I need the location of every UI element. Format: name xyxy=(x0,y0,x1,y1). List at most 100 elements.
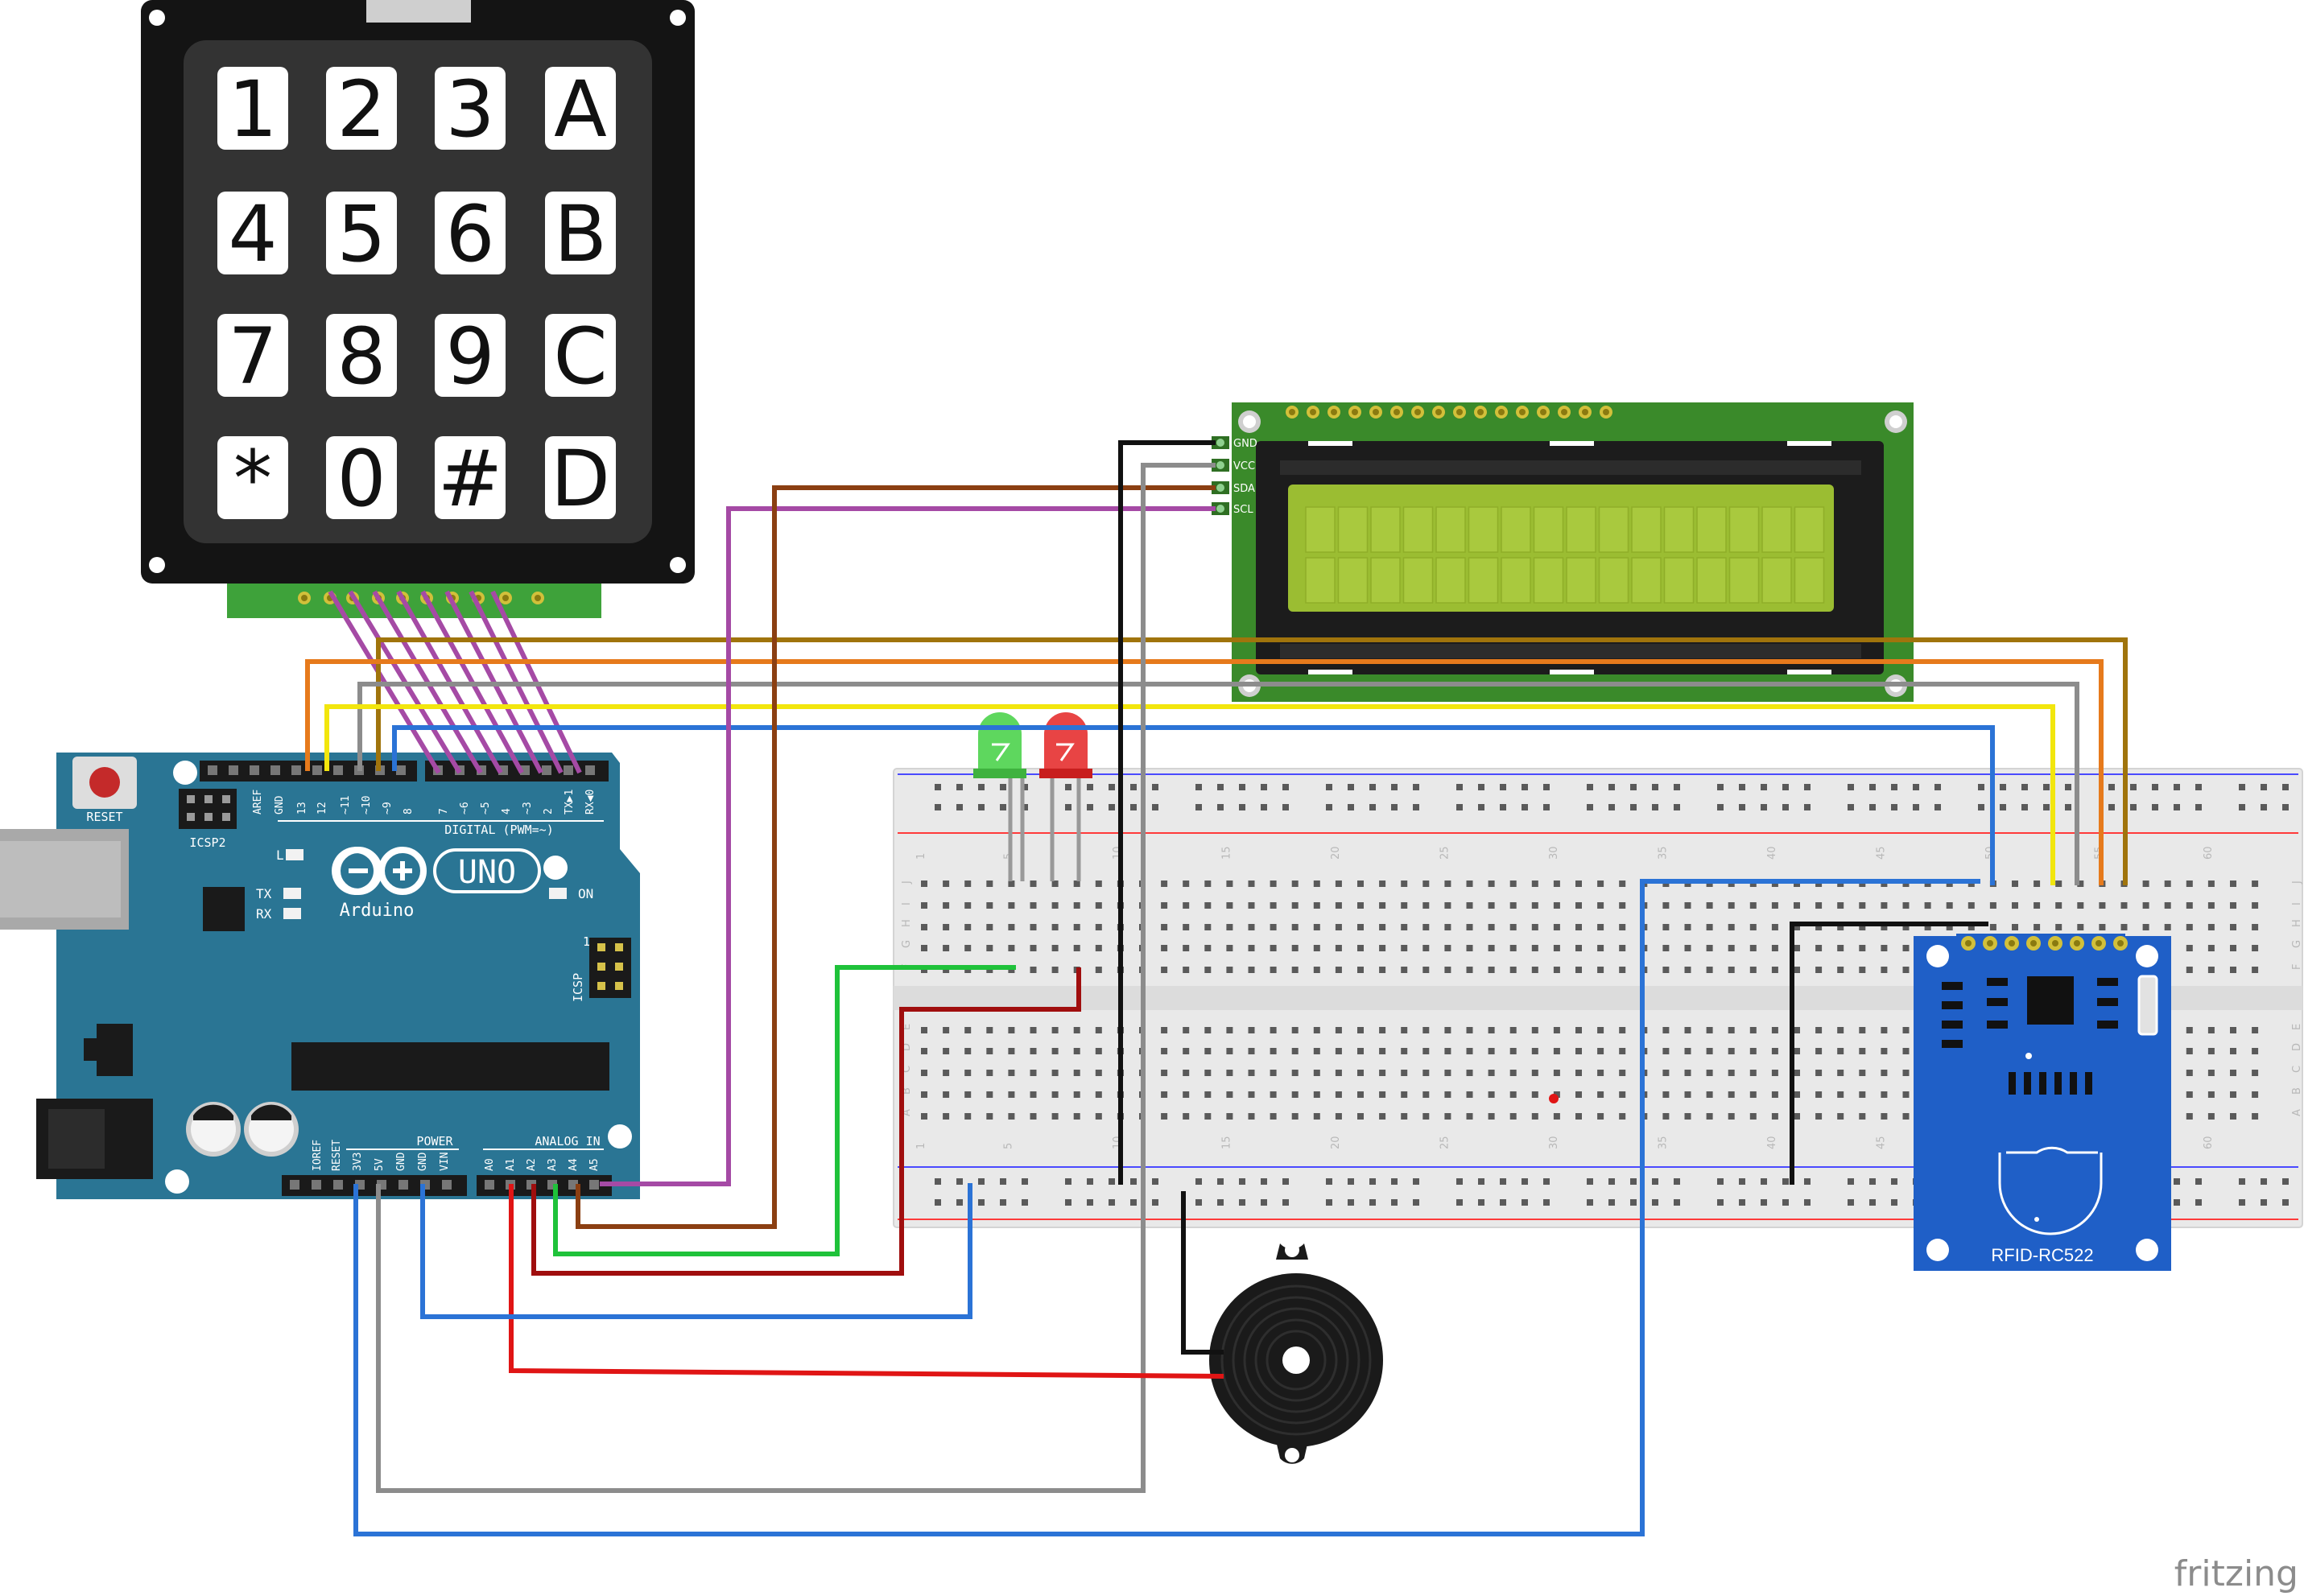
keypad-key-label: 1 xyxy=(228,64,277,155)
analog-pin-label: A4 xyxy=(568,1158,580,1171)
pin-label-gnd-top: GND xyxy=(274,795,286,814)
breadboard-row-letter: D xyxy=(901,1043,913,1051)
keypad-key[interactable]: * xyxy=(217,434,288,524)
lcd-display xyxy=(1212,402,1914,702)
icsp2-label: ICSP2 xyxy=(189,835,225,850)
keypad-key-label: # xyxy=(438,434,502,524)
wire-gray-top xyxy=(357,682,2079,885)
keypad-key[interactable]: 9 xyxy=(435,311,506,402)
breadboard-row-letter: F xyxy=(2291,964,2303,970)
power-pin-label: GND xyxy=(417,1152,429,1171)
arduino-logo: UNO Arduino xyxy=(332,847,541,921)
keypad-key[interactable]: 6 xyxy=(435,189,506,279)
digital-pin-label: 8 xyxy=(403,808,415,814)
keypad-key-label: 5 xyxy=(337,189,386,279)
reset-label: RESET xyxy=(86,810,122,824)
keypad-key[interactable]: A xyxy=(545,64,616,155)
breadboard-row-letter: E xyxy=(2291,1024,2303,1030)
digital-label: DIGITAL (PWM=~) xyxy=(444,823,553,837)
digital-pin-label: 12 xyxy=(316,802,328,814)
keypad-key-label: 0 xyxy=(337,434,386,524)
power-pin-label: 5V xyxy=(374,1158,386,1171)
breadboard-column-number: 15 xyxy=(1220,1136,1233,1149)
keypad-key-label: 7 xyxy=(228,311,277,402)
keypad-key[interactable]: 1 xyxy=(217,64,288,155)
keypad-key[interactable]: 7 xyxy=(217,311,288,402)
breadboard-column-number: 60 xyxy=(2203,1136,2215,1149)
keypad-key-label: B xyxy=(554,189,607,279)
fritzing-watermark: fritzing xyxy=(2174,1553,2298,1594)
digital-pin-label: ~9 xyxy=(382,802,394,814)
wire-purple-scl xyxy=(600,506,1216,1186)
keypad-key[interactable]: C xyxy=(545,311,616,402)
digital-pin-label: TX▶1 xyxy=(564,790,576,814)
breadboard-column-number: 30 xyxy=(1548,1136,1560,1149)
digital-pin-label: 7 xyxy=(438,808,450,814)
keypad-key-label: * xyxy=(233,434,272,524)
breadboard-column-number: 60 xyxy=(2203,846,2215,860)
digital-pin-label: ~10 xyxy=(361,796,373,814)
analog-pin-label: A0 xyxy=(484,1158,496,1171)
icsp-pin1-label: 1 xyxy=(583,934,590,949)
analog-pin-label: A2 xyxy=(526,1158,538,1171)
wire-black-buzzer xyxy=(1181,1191,1224,1355)
power-pin-label: RESET xyxy=(331,1140,343,1171)
breadboard-row-letter: H xyxy=(2291,919,2303,927)
analog-label: ANALOG IN xyxy=(535,1134,600,1149)
breadboard-column-number: 25 xyxy=(1439,846,1451,860)
lcd-pin-label: GND xyxy=(1233,438,1257,450)
keypad-key-label: A xyxy=(554,64,607,155)
breadboard-row-letter: C xyxy=(2291,1066,2303,1073)
digital-pin-label: 4 xyxy=(501,808,513,814)
lcd-character-cells xyxy=(1305,506,1825,604)
keypad-key[interactable]: 0 xyxy=(326,434,397,524)
arduino-header-pins xyxy=(208,765,599,1190)
breadboard-row-letter: I xyxy=(2291,902,2303,905)
wire-blue-gnd xyxy=(420,1183,972,1319)
keypad-key[interactable]: 8 xyxy=(326,311,397,402)
keypad-key-label: 3 xyxy=(445,64,494,155)
wire-gray-vcc xyxy=(376,463,1216,1493)
keypad-key[interactable]: 5 xyxy=(326,189,397,279)
breadboard-row-letter: G xyxy=(2291,940,2303,948)
keypad-key[interactable]: 2 xyxy=(326,64,397,155)
lcd-pin-label: SCL xyxy=(1233,504,1253,516)
breadboard-column-number: 1 xyxy=(915,1143,927,1149)
digital-pin-label: ~5 xyxy=(480,802,492,814)
lcd-pin-label: SDA xyxy=(1233,483,1255,495)
analog-pin-label: A1 xyxy=(505,1158,517,1171)
keypad-key[interactable]: 4 xyxy=(217,189,288,279)
breadboard-column-number: 35 xyxy=(1657,1136,1669,1149)
keypad-key[interactable]: D xyxy=(545,434,616,524)
power-pin-label: VIN xyxy=(439,1153,451,1171)
breadboard-row-letter: E xyxy=(901,1024,913,1030)
breadboard-column-number: 20 xyxy=(1330,846,1342,860)
led-on-label: ON xyxy=(578,886,593,901)
wire-red-buzzer xyxy=(509,1184,1224,1379)
keypad-key-label: 9 xyxy=(445,311,494,402)
breadboard-column-number: 30 xyxy=(1548,846,1560,860)
wires xyxy=(305,440,2128,1536)
breadboard-row-letter: A xyxy=(901,1109,913,1116)
pin-label-aref: AREF xyxy=(252,790,264,814)
power-label: POWER xyxy=(416,1134,453,1149)
keypad-key[interactable]: # xyxy=(435,434,506,524)
breadboard-column-number: 20 xyxy=(1330,1136,1342,1149)
keypad-key-label: 8 xyxy=(337,311,386,402)
power-pin-label: GND xyxy=(395,1152,407,1171)
keypad-key-label: D xyxy=(551,434,610,524)
led-tx-label: TX xyxy=(256,886,272,901)
wire-darkred-led xyxy=(531,967,1081,1276)
keypad-key-label: 2 xyxy=(337,64,386,155)
rfid-header-pins xyxy=(1961,936,2128,951)
keypad-key[interactable]: B xyxy=(545,189,616,279)
digital-pin-label: RX◀0 xyxy=(584,790,597,814)
digital-pin-label: ~11 xyxy=(340,796,352,814)
keypad-key[interactable]: 3 xyxy=(435,64,506,155)
digital-pin-label: ~6 xyxy=(459,802,471,814)
